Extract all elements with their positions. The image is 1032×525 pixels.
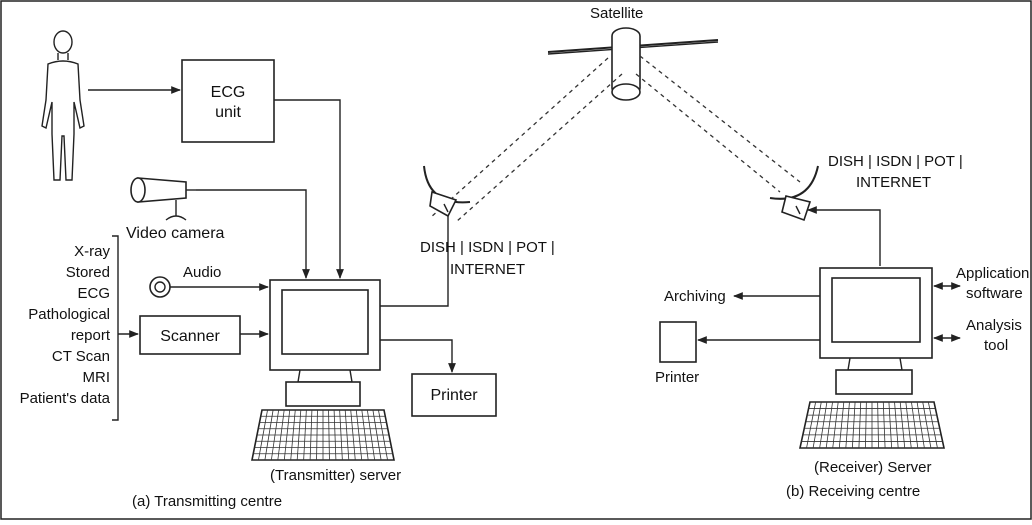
application-label-1: Application [956, 265, 1029, 282]
transmitter-server-icon [270, 280, 380, 406]
audio-icon [150, 277, 170, 297]
application-label-2: software [966, 285, 1023, 302]
ecg-unit-label-1: ECG [211, 84, 246, 101]
input-mri: MRI [83, 369, 111, 386]
server-to-dish-line [380, 206, 448, 306]
audio-label: Audio [183, 264, 221, 281]
receiver-printer-box [660, 322, 696, 362]
scanner-label: Scanner [160, 328, 220, 345]
input-stored: Stored [66, 264, 110, 281]
ecg-unit-box [182, 60, 274, 142]
archiving-label: Archiving [664, 288, 726, 305]
rx-dish-label-2: INTERNET [856, 174, 931, 191]
input-report: report [71, 327, 111, 344]
ecg-unit-label-2: unit [215, 104, 241, 121]
input-patients-data: Patient's data [20, 390, 111, 407]
input-pathological: Pathological [28, 306, 110, 323]
receiver-keyboard-icon [800, 402, 944, 448]
uplink-beams [430, 58, 622, 222]
input-ct-scan: CT Scan [52, 348, 110, 365]
input-xray: X-ray [74, 243, 110, 260]
analysis-label-1: Analysis [966, 317, 1022, 334]
rx-dish-label-1: DISH | ISDN | POT | [828, 153, 963, 170]
input-list-bracket [112, 236, 118, 420]
transmitter-server-label: (Transmitter) server [270, 467, 401, 484]
dish-to-receiver-line [808, 210, 880, 266]
receiver-server-icon [820, 268, 932, 394]
receiver-dish-icon [770, 166, 818, 220]
satellite-icon [548, 28, 718, 100]
tx-dish-label-2: INTERNET [450, 261, 525, 278]
transmitter-printer-label: Printer [430, 387, 478, 404]
downlink-beams [636, 56, 800, 192]
analysis-label-2: tool [984, 337, 1008, 354]
transmitter-keyboard-icon [252, 410, 394, 460]
transmitter-dish-icon [424, 166, 470, 216]
receiver-printer-label: Printer [655, 369, 699, 386]
caption-transmitting-centre: (a) Transmitting centre [132, 493, 282, 510]
caption-receiving-centre: (b) Receiving centre [786, 483, 920, 500]
video-camera-icon [131, 178, 196, 220]
tx-dish-label-1: DISH | ISDN | POT | [420, 239, 555, 256]
patient-figure-icon [42, 31, 84, 180]
input-ecg: ECG [77, 285, 110, 302]
ecg-to-server-arrow [274, 100, 340, 278]
video-camera-label: Video camera [126, 225, 225, 242]
receiver-server-label: (Receiver) Server [814, 459, 932, 476]
satellite-label: Satellite [590, 5, 643, 22]
server-to-printer-arrow [380, 340, 452, 372]
input-list: X-ray Stored ECG Pathological report CT … [20, 243, 111, 407]
